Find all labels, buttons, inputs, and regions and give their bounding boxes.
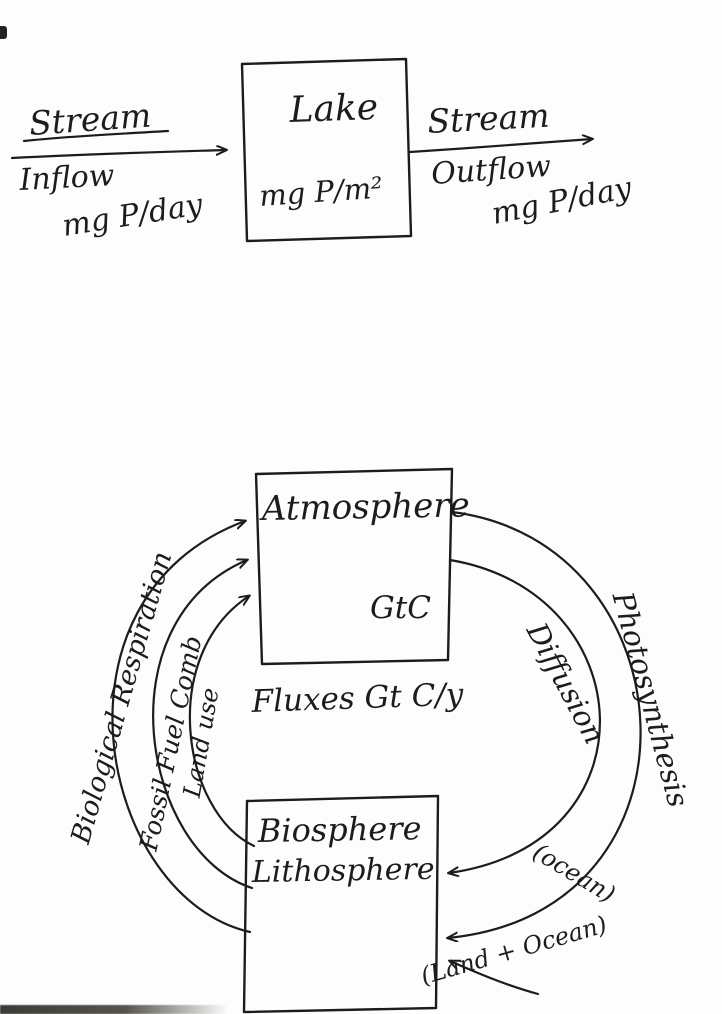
- diffusion-arrow: [449, 558, 601, 873]
- inflow-arrow: [10, 150, 226, 160]
- biosphere-box: [242, 794, 440, 1014]
- atmosphere-box: [254, 467, 454, 666]
- biosphere-title: Biosphere: [256, 809, 421, 850]
- inflow-units-label: mg P/day: [60, 187, 206, 244]
- lithosphere-title: Lithosphere: [251, 852, 435, 890]
- photosynthesis-label: Photosynthesis: [605, 587, 695, 810]
- scan-artifact-bottom: [0, 1005, 228, 1014]
- outflow-stream-label: Stream: [426, 96, 550, 141]
- inflow-stream-label: Stream: [28, 96, 153, 143]
- scan-artifact-top: [0, 26, 7, 39]
- carbon-cycle-diagram: Atmosphere GtC Fluxes Gt C/y Biosphere L…: [65, 467, 696, 1014]
- lake-box: [240, 57, 413, 243]
- land-ocean-pointer-arrow: [450, 961, 540, 996]
- flux-units-label: Fluxes Gt C/y: [250, 677, 464, 720]
- fossil-fuel-arrow: [152, 560, 254, 890]
- outflow-arrow: [408, 139, 592, 154]
- respiration-arrow: [111, 521, 252, 934]
- land-use-arrow: [188, 596, 256, 848]
- inflow-sub-label: Inflow: [18, 158, 116, 198]
- photosynthesis-arrow: [448, 510, 642, 938]
- atmosphere-units: GtC: [370, 590, 431, 626]
- atmosphere-title: Atmosphere: [258, 485, 470, 529]
- lake-flow-diagram: Stream Inflow mg P/day Lake mg P/m² Stre…: [10, 57, 635, 244]
- lake-box-title: Lake: [288, 87, 379, 131]
- inflow-underline: [22, 129, 170, 143]
- outflow-sub-label: Outflow: [430, 149, 552, 192]
- lake-box-units: mg P/m²: [258, 170, 384, 213]
- diffusion-label: Diffusion: [519, 616, 611, 749]
